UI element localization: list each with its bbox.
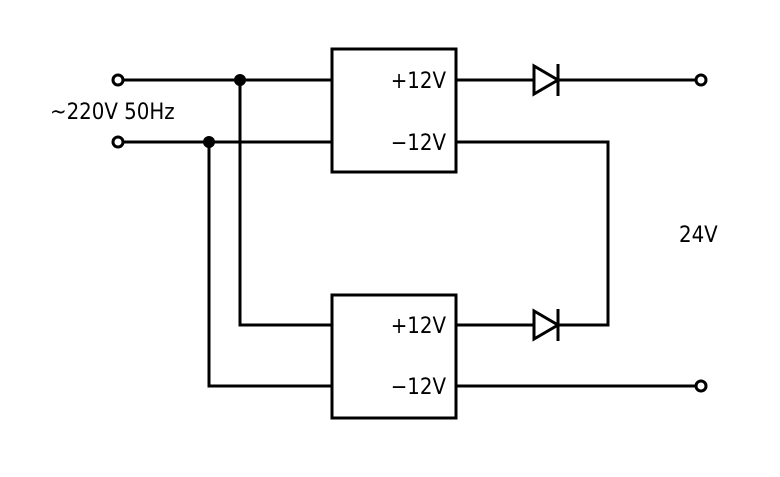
junction-dot-l [234,74,246,86]
converter-bottom-neg-label: −12V [391,375,447,400]
diode-top [532,63,561,97]
diode-top-triangle [532,63,561,97]
converter-top [330,47,458,174]
converter-bottom-pos-label: +12V [391,314,447,339]
wire-series-link [454,140,610,327]
output-terminal-neg [694,379,708,393]
wire-n-to-bottom [207,140,334,388]
converter-bottom [330,293,458,420]
junction-dot-n [203,136,215,148]
converter-top-neg-label: −12V [391,131,447,156]
diode-bottom [532,308,561,342]
input-terminal-n [111,135,125,149]
converter-top-pos-label: +12V [391,69,447,94]
wire-l-to-bottom [238,78,334,327]
diode-bottom-triangle [532,308,561,342]
input-terminal-l [111,73,125,87]
output-terminal-pos [694,73,708,87]
input-voltage-label: ~220V 50Hz [50,100,175,125]
output-voltage-label: 24V [679,223,718,248]
wires [122,78,697,388]
